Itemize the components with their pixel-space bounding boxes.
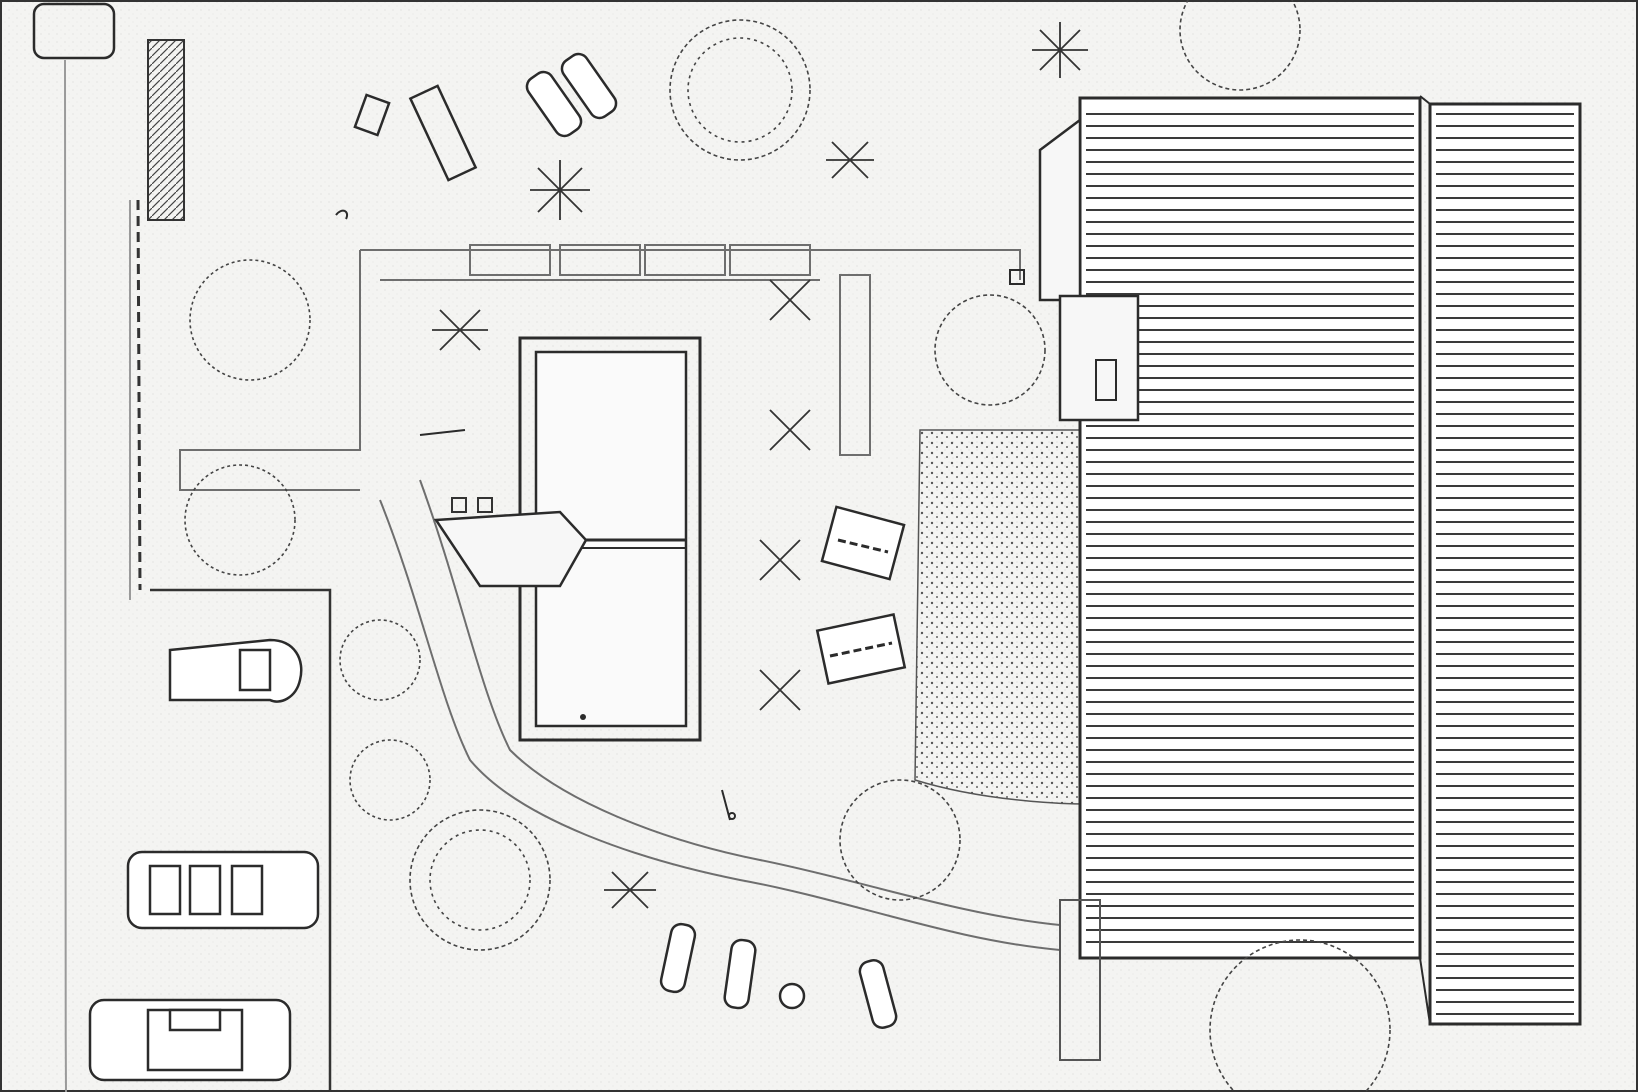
small-objects (335, 209, 1025, 821)
top-table-chairs (353, 84, 478, 182)
top-left-vehicle (32, 2, 116, 60)
trees (184, 0, 1391, 1092)
car-2 (126, 850, 320, 930)
benches (815, 505, 907, 686)
bottom-loungers (659, 922, 898, 1029)
left-fence (136, 39, 332, 1092)
top-loungers (525, 52, 618, 138)
building (1038, 95, 1582, 1061)
palm-shrubs (432, 22, 1088, 909)
car-1 (168, 638, 303, 703)
swimming-pool (433, 336, 702, 742)
car-3 (88, 998, 292, 1082)
